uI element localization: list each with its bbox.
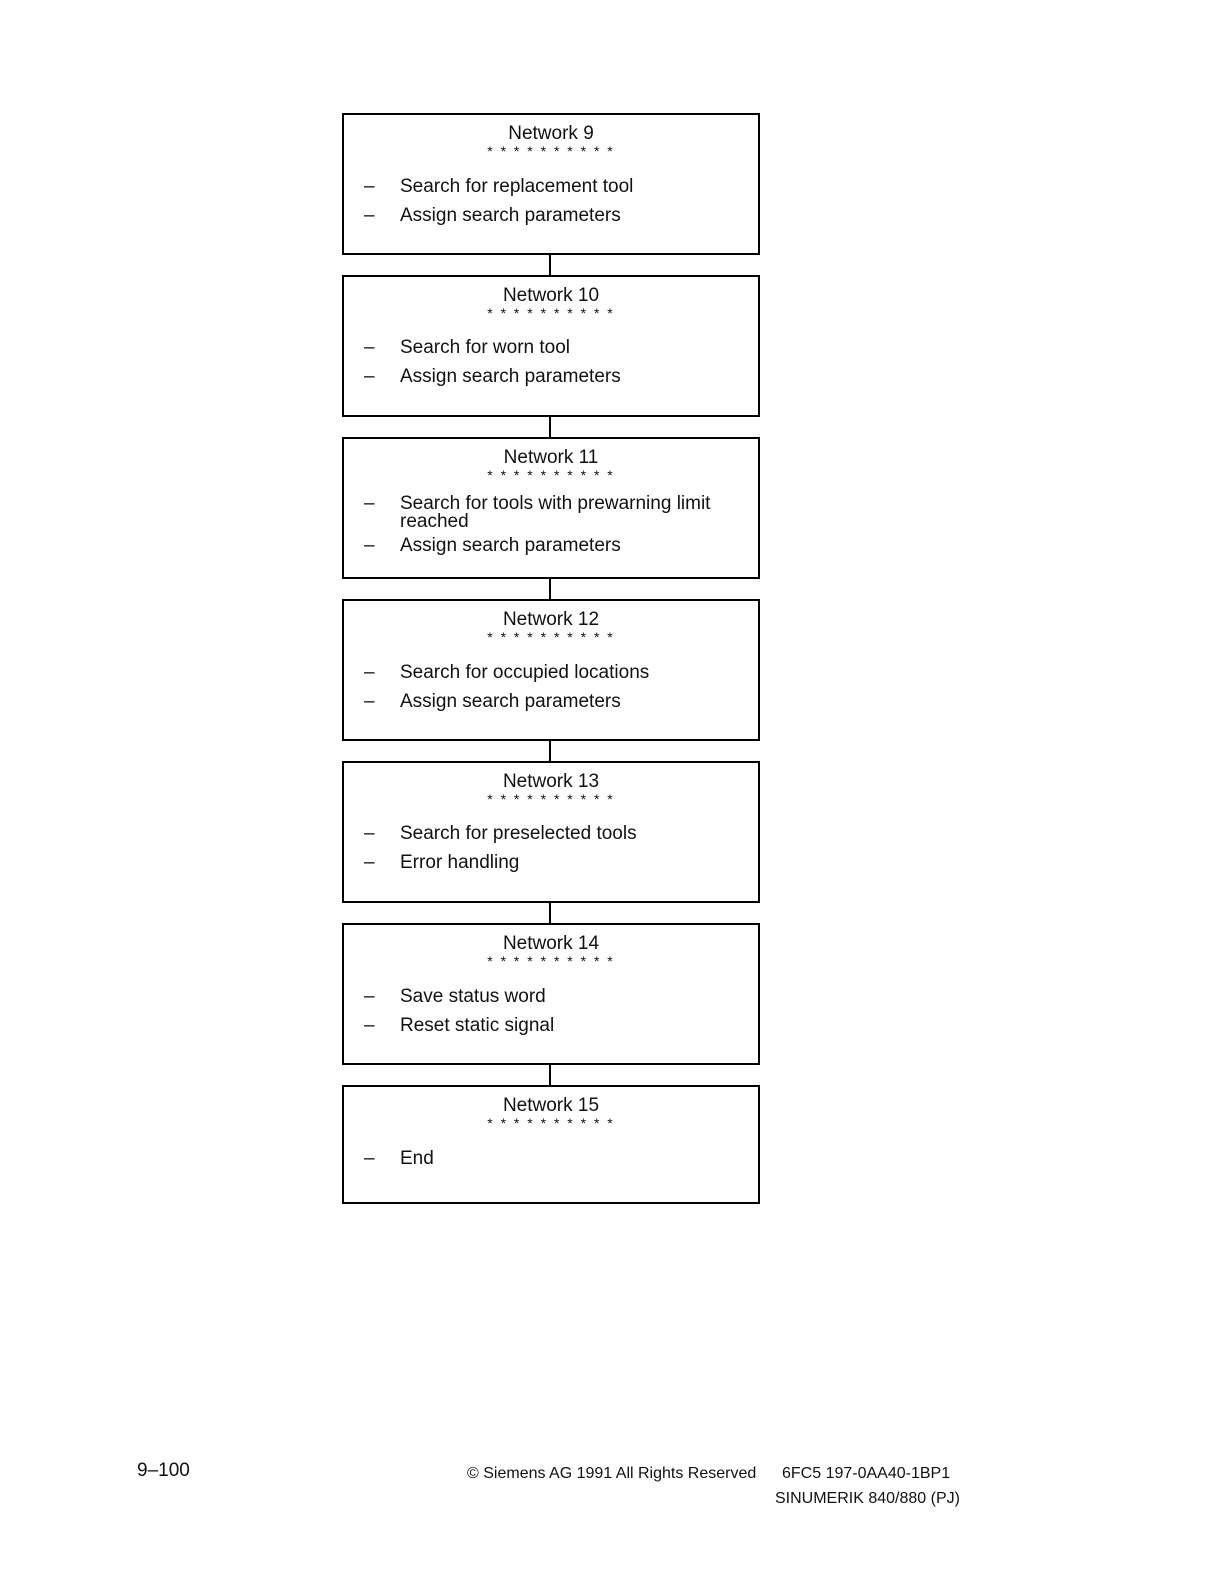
network-stars: * * * * * * * * * * <box>487 791 615 807</box>
connector-line <box>549 739 551 761</box>
network-title: Network 11 <box>503 447 599 468</box>
item-text: Assign search parameters <box>400 205 621 226</box>
network-title: Network 13 <box>502 771 600 792</box>
connector-line <box>549 1063 551 1085</box>
network-9-box: Network 9 * * * * * * * * * * – Search f… <box>342 113 760 255</box>
item-text: Search for worn tool <box>400 337 571 358</box>
network-14-box: Network 14 * * * * * * * * * * – Save st… <box>342 923 760 1065</box>
item-text: Assign search parameters <box>400 535 621 556</box>
connector-line <box>549 577 551 599</box>
item-text: Search for occupied locations <box>400 662 650 683</box>
network-title: Network 12 <box>502 609 600 630</box>
product-name: SINUMERIK 840/880 (PJ) <box>775 1490 960 1507</box>
network-stars: * * * * * * * * * * <box>487 143 615 159</box>
network-title: Network 15 <box>502 1095 600 1116</box>
item-text: Assign search parameters <box>400 366 621 387</box>
connector-line <box>549 253 551 275</box>
network-10-box: Network 10 * * * * * * * * * * – Search … <box>342 275 760 417</box>
dash-bullet: – <box>364 176 375 197</box>
dash-bullet: – <box>364 205 375 226</box>
item-text: Assign search parameters <box>400 691 621 712</box>
item-text: End <box>400 1148 434 1169</box>
copyright-notice: © Siemens AG 1991 All Rights Reserved <box>467 1465 757 1482</box>
item-text: Search for preselected tools <box>400 823 637 844</box>
dash-bullet: – <box>364 852 375 873</box>
network-stars: * * * * * * * * * * <box>487 629 615 645</box>
network-15-box: Network 15 * * * * * * * * * * – End <box>342 1085 760 1204</box>
order-number: 6FC5 197-0AA40-1BP1 <box>782 1465 951 1482</box>
item-text: Search for replacement tool <box>400 176 634 197</box>
network-11-box: Network 11 * * * * * * * * * * – Search … <box>342 437 760 579</box>
network-title: Network 10 <box>502 285 600 306</box>
item-text: Error handling <box>400 852 520 873</box>
network-12-box: Network 12 * * * * * * * * * * – Search … <box>342 599 760 741</box>
dash-bullet: – <box>364 535 375 556</box>
network-title: Network 14 <box>502 933 600 954</box>
connector-line <box>549 415 551 437</box>
item-text: Search for tools with prewarning limit r… <box>400 493 711 532</box>
item-text: Reset static signal <box>400 1015 555 1036</box>
dash-bullet: – <box>364 662 375 683</box>
network-stars: * * * * * * * * * * <box>487 467 615 483</box>
network-stars: * * * * * * * * * * <box>487 1115 615 1131</box>
dash-bullet: – <box>364 337 375 358</box>
dash-bullet: – <box>364 1015 375 1036</box>
network-stars: * * * * * * * * * * <box>487 305 615 321</box>
item-text: Save status word <box>400 986 546 1007</box>
dash-bullet: – <box>364 493 375 514</box>
dash-bullet: – <box>364 1148 375 1169</box>
network-13-box: Network 13 * * * * * * * * * * – Search … <box>342 761 760 903</box>
connector-line <box>549 901 551 923</box>
network-stars: * * * * * * * * * * <box>487 953 615 969</box>
dash-bullet: – <box>364 691 375 712</box>
network-title: Network 9 <box>508 123 594 144</box>
page-number: 9–100 <box>137 1460 190 1481</box>
dash-bullet: – <box>364 986 375 1007</box>
dash-bullet: – <box>364 823 375 844</box>
dash-bullet: – <box>364 366 375 387</box>
